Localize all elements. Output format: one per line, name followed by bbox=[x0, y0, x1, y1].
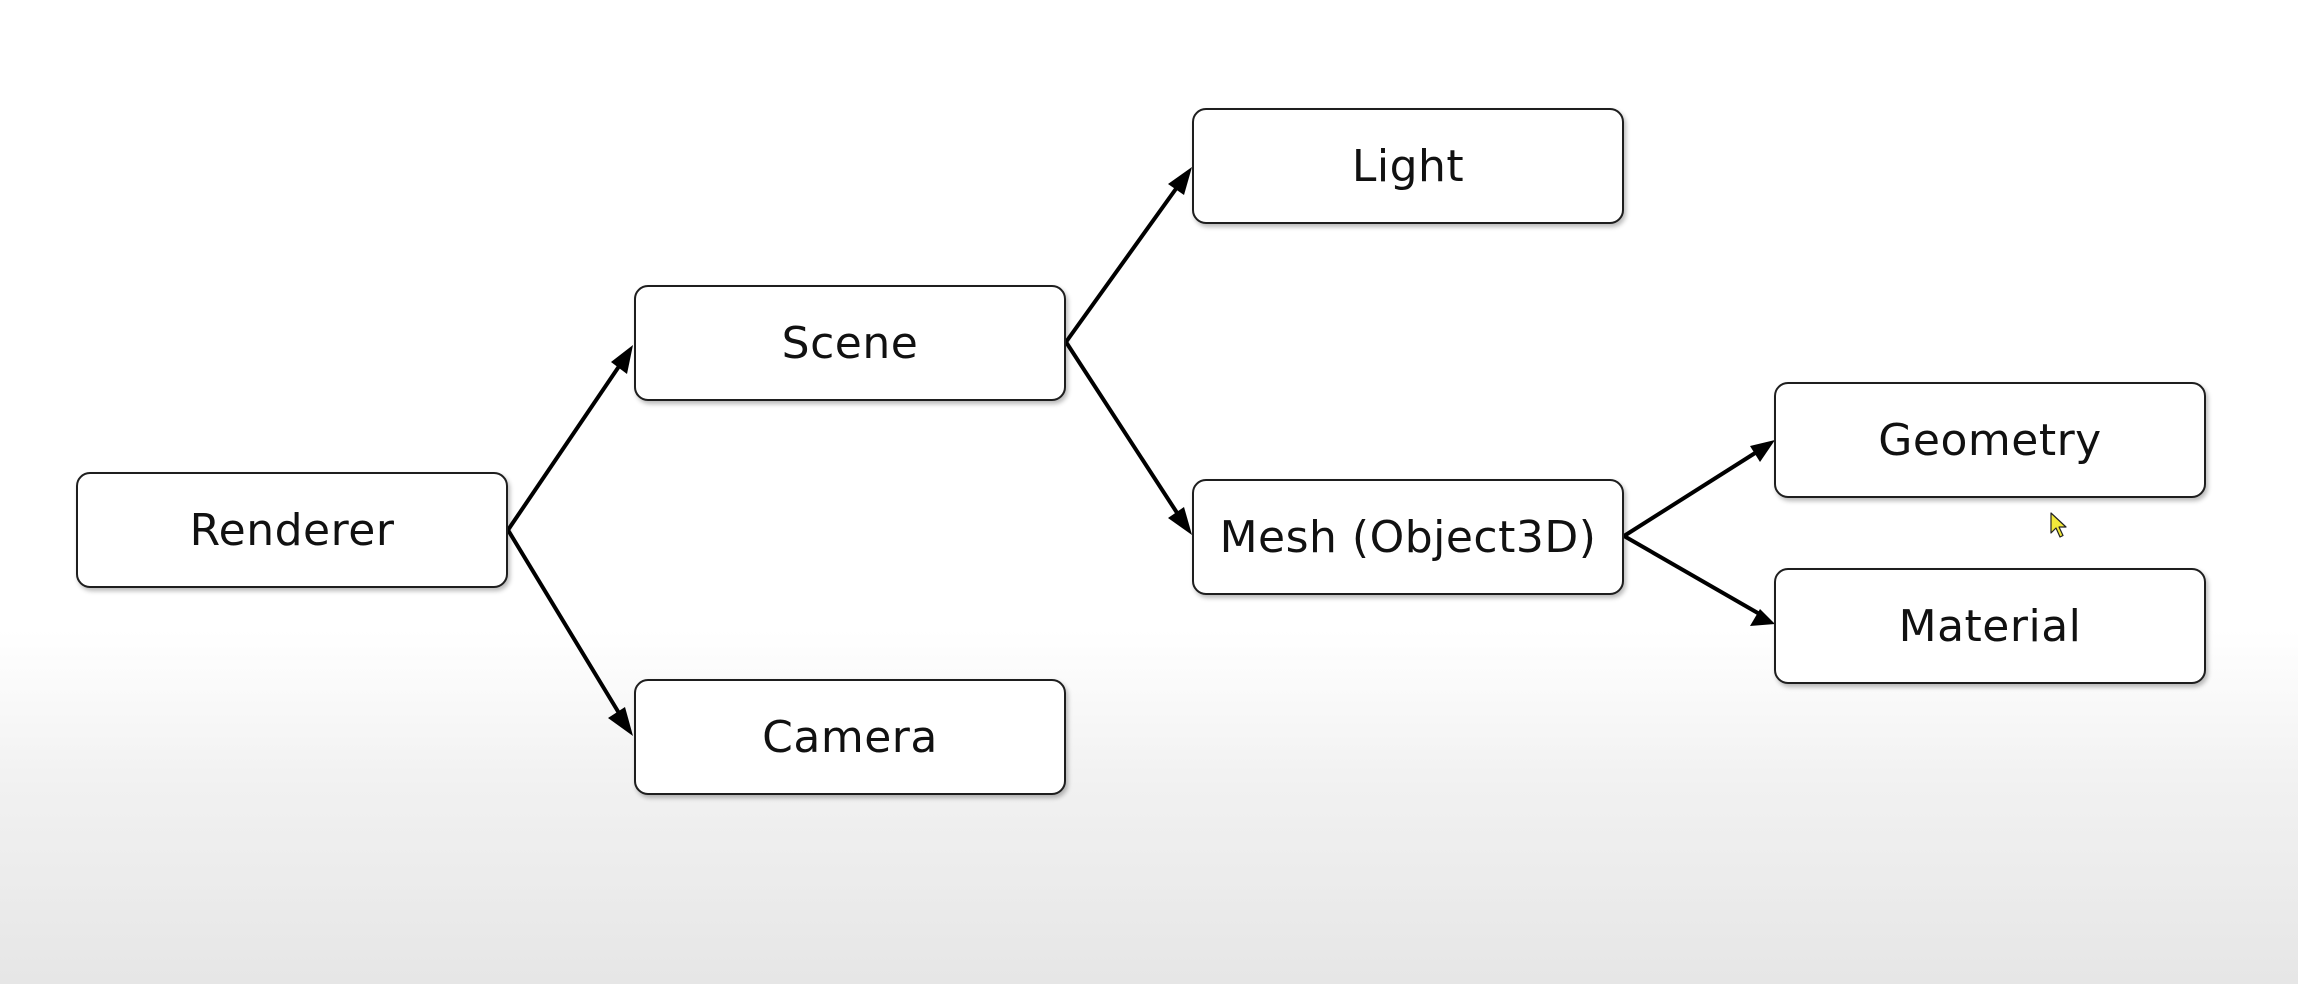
node-mesh: Mesh (Object3D) bbox=[1192, 479, 1624, 595]
edge-mesh-material bbox=[1623, 534, 1775, 626]
edge-scene-mesh bbox=[1064, 340, 1192, 535]
arrowhead bbox=[611, 345, 633, 374]
node-scene: Scene bbox=[634, 285, 1066, 401]
edge-line bbox=[1622, 446, 1765, 538]
edge-renderer-scene bbox=[506, 345, 633, 532]
edge-renderer-camera bbox=[506, 528, 633, 736]
edge-line bbox=[1623, 534, 1764, 618]
arrowhead bbox=[1750, 440, 1775, 462]
edge-line bbox=[506, 354, 628, 532]
edge-scene-light bbox=[1064, 167, 1192, 344]
node-camera: Camera bbox=[634, 679, 1066, 795]
edge-line bbox=[506, 528, 627, 725]
node-renderer: Renderer bbox=[76, 472, 508, 588]
node-geometry: Geometry bbox=[1774, 382, 2206, 498]
mouse-pointer-icon bbox=[2050, 512, 2067, 538]
edge-mesh-geometry bbox=[1622, 440, 1775, 538]
arrowhead bbox=[608, 707, 633, 736]
node-light: Light bbox=[1192, 108, 1624, 224]
node-material: Material bbox=[1774, 568, 2206, 684]
arrowhead bbox=[1168, 507, 1192, 535]
arrowhead bbox=[1168, 167, 1192, 195]
arrowhead bbox=[1750, 609, 1775, 626]
edge-line bbox=[1064, 177, 1185, 344]
edge-line bbox=[1064, 340, 1185, 524]
